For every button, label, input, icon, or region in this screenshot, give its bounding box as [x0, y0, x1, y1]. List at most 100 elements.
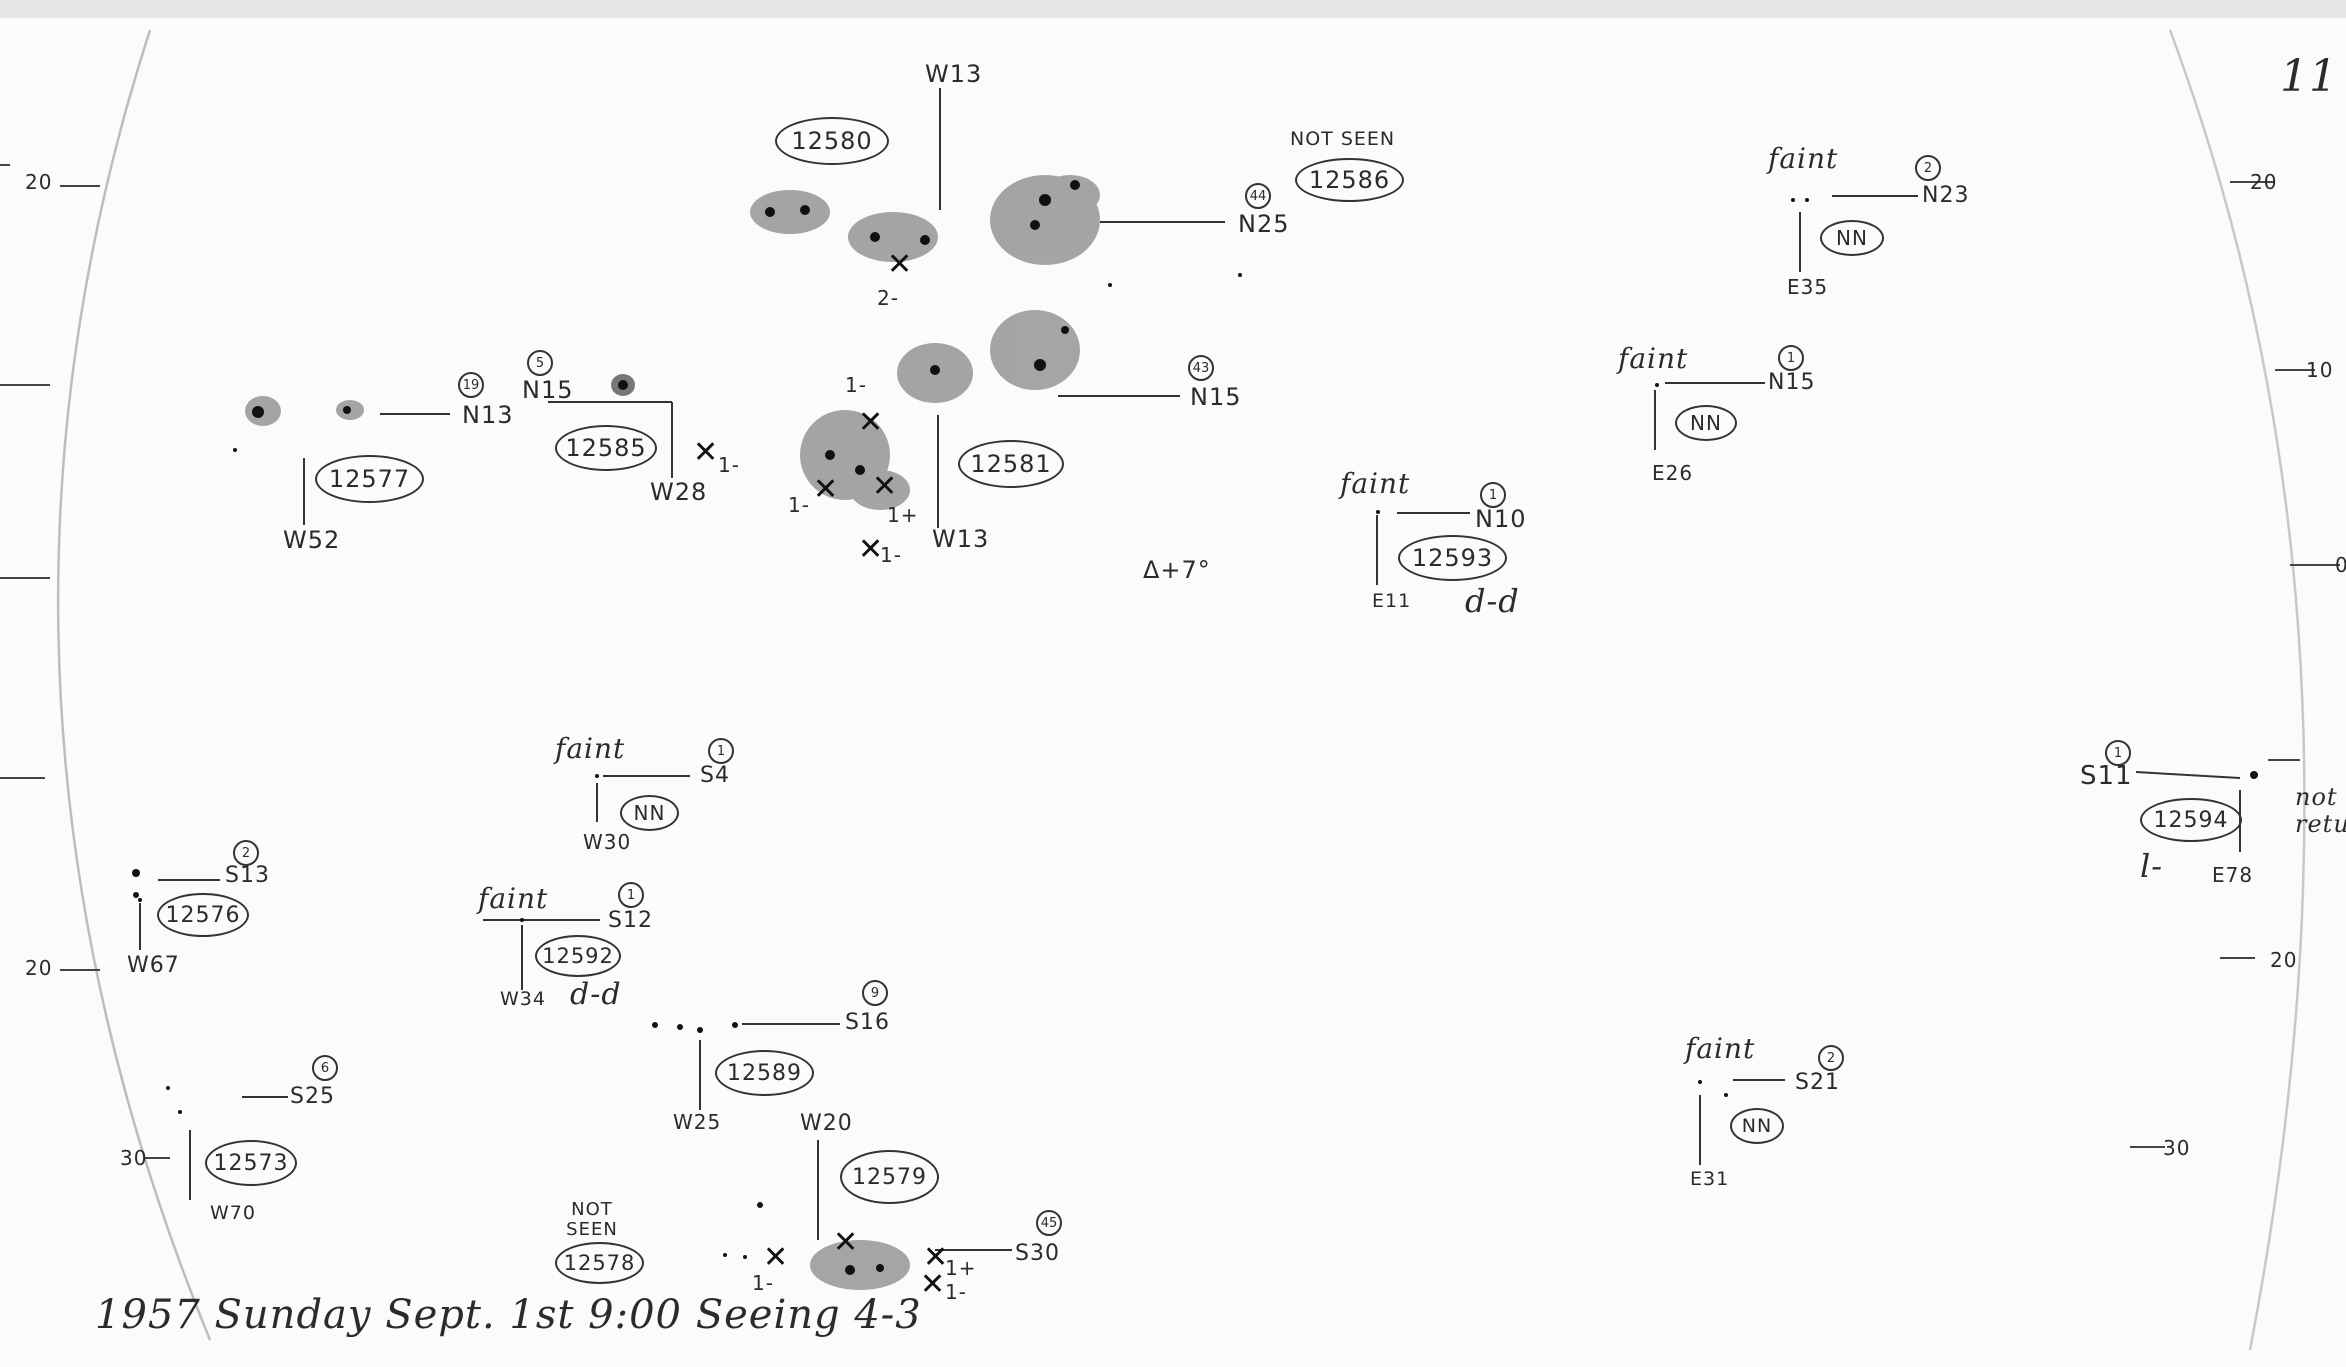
group-id-nn1: NN	[1820, 220, 1884, 256]
group-12585-position2: W28	[650, 478, 708, 506]
group-12581-position2: W13	[932, 525, 990, 553]
group-id-12576: 12576	[157, 893, 249, 937]
solar-limb-right	[2168, 29, 2306, 1351]
reference-cross-marker: ✕	[693, 435, 719, 470]
group-nn1-note: faint	[1768, 142, 1839, 175]
group-id-12578: 12578	[555, 1242, 644, 1284]
group-12585-count: 5	[527, 350, 553, 376]
group-12573-count: 6	[312, 1055, 338, 1081]
group-12594-count: 1	[2105, 740, 2131, 766]
group-12576-count: 2	[233, 840, 259, 866]
group-id-12573: 12573	[205, 1140, 297, 1186]
group-12580-position: W13	[925, 60, 983, 88]
group-12573-position: S25	[290, 1084, 335, 1109]
group-12577-position: N13	[462, 401, 514, 429]
group-12579-cross-note: 1+	[945, 1256, 977, 1280]
group-nn4-note: faint	[1685, 1032, 1756, 1065]
group-nn2-position2: E26	[1652, 461, 1694, 485]
group-id-12586: 12586	[1295, 158, 1404, 202]
group-12581-position: N15	[1190, 383, 1242, 411]
edge-note-line2: retur	[2295, 810, 2346, 838]
delta-latitude: Δ+7°	[1143, 556, 1211, 584]
group-12581-cross-note: 1-	[845, 373, 867, 397]
scale-label-right-0: 0	[2335, 553, 2346, 577]
edge-note-line1: not	[2295, 783, 2338, 811]
group-12581-count: 43	[1188, 355, 1214, 381]
group-nn3-note: faint	[555, 732, 626, 765]
group-nn4-position2: E31	[1690, 1168, 1730, 1190]
group-nn2-position: N15	[1768, 370, 1816, 395]
group-12586-status: NOT SEEN	[1290, 128, 1396, 150]
group-12592-note: faint	[478, 882, 549, 915]
reference-cross-marker: ✕	[763, 1240, 789, 1275]
spot-cluster-12580	[750, 175, 1100, 265]
group-nn3-position2: W30	[583, 830, 632, 854]
group-12594-class: l-	[2140, 847, 2164, 885]
group-12593-class: d-d	[1465, 582, 1520, 620]
reference-cross-marker: ✕	[858, 405, 884, 440]
group-12594-position2: E78	[2212, 863, 2254, 887]
group-12592-position: S12	[608, 908, 653, 933]
group-id-nn3: NN	[620, 795, 679, 831]
group-12579-count: 45	[1036, 1210, 1062, 1236]
reference-cross-marker: ✕	[858, 532, 884, 567]
group-id-12594: 12594	[2140, 798, 2242, 842]
umbra-dots	[132, 180, 2258, 1275]
scale-label-left-20-bottom: 20	[25, 956, 53, 980]
group-12573-position2: W70	[210, 1202, 256, 1224]
group-12593-note: faint	[1340, 467, 1411, 500]
group-12581-cross-note: 1+	[887, 503, 919, 527]
group-id-nn2: NN	[1675, 405, 1737, 441]
scale-label-right-20: 20	[2250, 170, 2278, 194]
group-12592-position2: W34	[500, 988, 546, 1010]
group-nn1-count: 2	[1915, 155, 1941, 181]
group-id-12592: 12592	[535, 935, 621, 977]
group-12578-status: NOT SEEN	[566, 1199, 618, 1240]
page-number: 11	[2280, 51, 2338, 102]
group-id-12585: 12585	[555, 425, 657, 471]
group-12576-position2: W67	[127, 953, 180, 978]
right-scale-ticks	[2130, 181, 2340, 1148]
group-id-12581: 12581	[958, 440, 1064, 488]
group-12581-cross-note: 1-	[788, 493, 810, 517]
group-12589-position2: W25	[673, 1110, 722, 1134]
group-id-12580: 12580	[775, 117, 889, 165]
group-12593-position: N10	[1475, 505, 1527, 533]
reference-cross-marker: ✕	[872, 469, 898, 504]
group-12592-count: 1	[618, 882, 644, 908]
group-12585-position: N15	[522, 376, 574, 404]
group-nn1-position2: E35	[1787, 275, 1829, 299]
group-12589-count: 9	[862, 980, 888, 1006]
group-nn4-count: 2	[1818, 1045, 1844, 1071]
group-12585-cross-note: 1-	[718, 453, 740, 477]
group-12577-count: 19	[458, 372, 484, 398]
group-12586-position: N25	[1238, 210, 1290, 238]
group-id-12579: 12579	[840, 1150, 939, 1204]
group-12576-position: S13	[225, 863, 270, 888]
group-12579-cross-note: 1-	[752, 1271, 774, 1295]
group-nn2-count: 1	[1778, 345, 1804, 371]
scale-label-right-20-bottom: 20	[2270, 948, 2298, 972]
group-12581-cross-note: 1-	[880, 543, 902, 567]
group-nn1-position: N23	[1922, 183, 1970, 208]
solar-limb-left	[56, 29, 212, 1341]
scale-label-right-10: 10	[2306, 358, 2334, 382]
group-12594-position: S11	[2080, 761, 2133, 791]
date-footer: 1957 Sunday Sept. 1st 9:00 Seeing 4-3	[95, 1292, 922, 1338]
group-12577-position2: W52	[283, 526, 341, 554]
group-id-12593: 12593	[1398, 535, 1507, 581]
scale-label-left-30: 30	[120, 1146, 148, 1170]
group-nn4-position: S21	[1795, 1070, 1840, 1095]
reference-cross-marker: ✕	[813, 472, 839, 507]
pointer-lines	[139, 88, 2241, 1251]
scale-label-right-30: 30	[2163, 1136, 2191, 1160]
group-12581-extra-note: 2-	[877, 286, 899, 310]
group-nn3-count: 1	[708, 738, 734, 764]
scale-label-left-20: 20	[25, 170, 53, 194]
group-12579-position: S30	[1015, 1241, 1060, 1266]
reference-cross-marker: ✕	[833, 1225, 859, 1260]
group-nn2-note: faint	[1618, 342, 1689, 375]
group-12593-position2: E11	[1372, 590, 1412, 612]
group-12593-count: 1	[1480, 482, 1506, 508]
